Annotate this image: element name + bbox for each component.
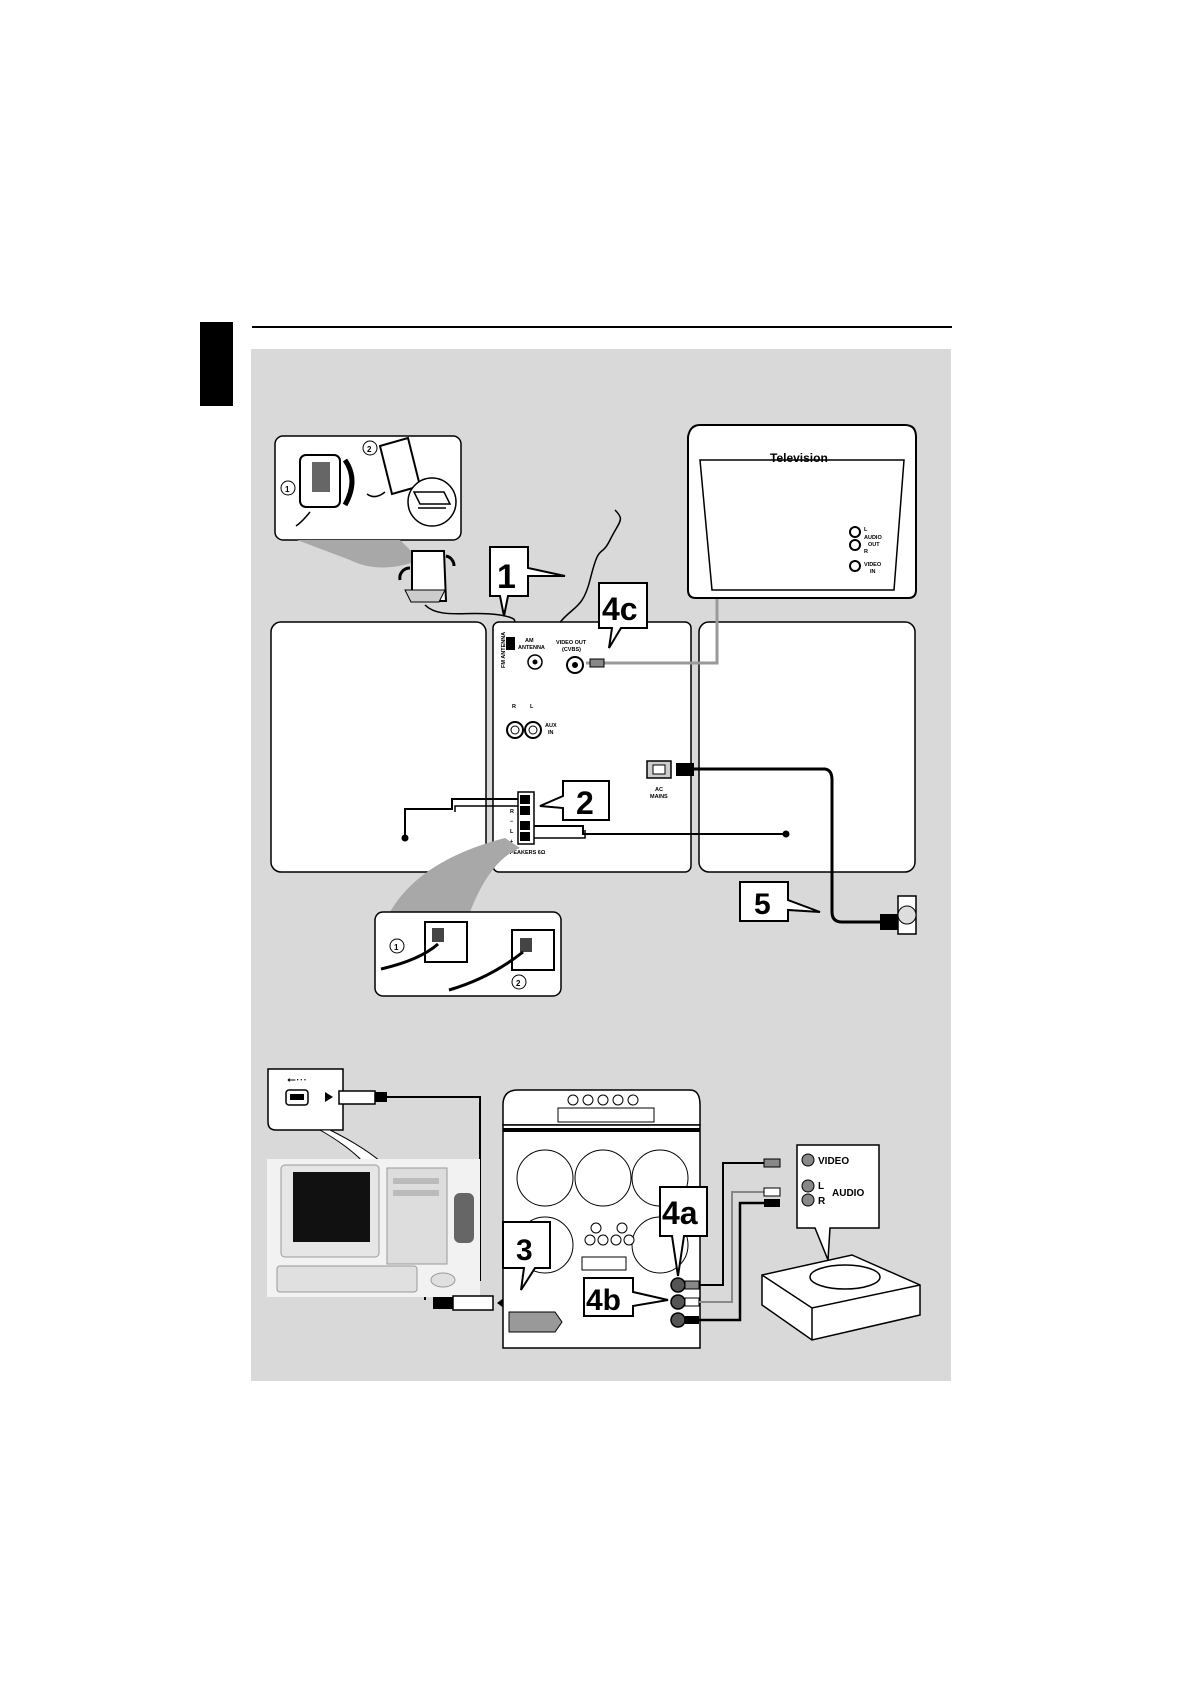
usb-inset: ⭠⋯ bbox=[267, 1068, 387, 1131]
callout-5-number: 5 bbox=[754, 888, 771, 921]
tv-audio-out-label-2: OUT bbox=[868, 542, 880, 548]
rca-cables bbox=[684, 1158, 781, 1324]
language-tab bbox=[200, 322, 233, 406]
external-video-label: VIDEO bbox=[818, 1156, 849, 1167]
inset-pointer bbox=[297, 540, 420, 568]
ac-mains-socket: AC MAINS bbox=[646, 760, 672, 800]
callout-1: 1 bbox=[489, 546, 566, 617]
external-device-jacks: VIDEO L R AUDIO bbox=[796, 1144, 880, 1261]
usb-symbol-icon: ⭠⋯ bbox=[287, 1073, 307, 1086]
speaker-terminals: R − L + SPEAKERS 6Ω bbox=[506, 791, 546, 856]
main-unit-rear-panel bbox=[492, 621, 692, 873]
video-out-jack: VIDEO OUT (CVBS) bbox=[556, 640, 587, 674]
step-two-marker: 2 bbox=[367, 445, 372, 454]
tv-audio-out-label: AUDIO bbox=[864, 535, 882, 541]
external-device bbox=[761, 1254, 921, 1341]
speakers-label: SPEAKERS 6Ω bbox=[506, 850, 546, 856]
tv-audio-r-label: R bbox=[864, 549, 868, 555]
aux-in-label-2: IN bbox=[548, 730, 554, 736]
right-speaker bbox=[698, 621, 916, 873]
speaker-wire-inset: 1 2 bbox=[374, 911, 562, 997]
callout-4b-number: 4b bbox=[586, 1284, 621, 1317]
wall-socket bbox=[897, 895, 917, 935]
fm-wire-antenna bbox=[544, 509, 622, 651]
callout-5: 5 bbox=[739, 881, 821, 922]
aux-r-label: R bbox=[512, 704, 516, 710]
usb-plug bbox=[433, 1295, 505, 1311]
callout-1-number: 1 bbox=[497, 558, 516, 596]
am-antenna-label: AM bbox=[525, 638, 534, 644]
callout-4b: 4b bbox=[583, 1277, 669, 1317]
aux-l-label: L bbox=[530, 704, 534, 710]
speaker-inset-pointer bbox=[390, 838, 520, 912]
callout-3: 3 bbox=[502, 1221, 551, 1291]
step-one-marker: 1 bbox=[285, 485, 290, 494]
right-speaker-wire bbox=[534, 825, 785, 835]
speaker-r-label: R bbox=[510, 809, 514, 815]
left-speaker-wire bbox=[404, 798, 518, 836]
aux-in-jacks: R L AUX IN bbox=[506, 704, 557, 739]
callout-3-number: 3 bbox=[516, 1234, 533, 1267]
speaker-minus-label: − bbox=[510, 819, 513, 825]
callout-2: 2 bbox=[539, 780, 610, 821]
tv-audio-l-label: L bbox=[864, 527, 868, 533]
tv-video-in-label: VIDEO bbox=[864, 562, 882, 568]
callout-4a-number: 4a bbox=[662, 1195, 698, 1231]
header-rule bbox=[252, 326, 952, 328]
callout-2-number: 2 bbox=[576, 785, 594, 821]
external-l-label: L bbox=[818, 1181, 824, 1192]
callout-4a: 4a bbox=[659, 1186, 708, 1277]
inset-step-one: 1 bbox=[394, 943, 399, 952]
aux-in-label: AUX bbox=[545, 723, 557, 729]
antenna-terminals: FM ANTENNA AM ANTENNA bbox=[501, 632, 545, 670]
speaker-plus-label: + bbox=[510, 839, 513, 845]
callout-4c: 4c bbox=[598, 582, 648, 649]
computer bbox=[267, 1159, 480, 1297]
power-cord bbox=[692, 767, 880, 924]
video-out-cvbs-label: (CVBS) bbox=[562, 647, 581, 653]
external-audio-label: AUDIO bbox=[832, 1188, 864, 1199]
loop-antenna-inset: 1 2 bbox=[274, 435, 462, 541]
inset-step-two: 2 bbox=[516, 979, 521, 988]
fm-antenna-label: FM ANTENNA bbox=[501, 632, 507, 668]
television-title: Television bbox=[770, 451, 828, 465]
left-speaker bbox=[270, 621, 487, 873]
external-r-label: R bbox=[818, 1196, 826, 1207]
ac-label: AC bbox=[655, 787, 663, 793]
tv-video-in-label-2: IN bbox=[870, 569, 876, 575]
television: Television L AUDIO OUT R VIDEO IN bbox=[687, 424, 917, 599]
video-out-label: VIDEO OUT bbox=[556, 640, 587, 646]
callout-4c-number: 4c bbox=[602, 591, 638, 627]
mains-label: MAINS bbox=[650, 794, 668, 800]
speaker-l-label: L bbox=[510, 829, 514, 835]
am-antenna-label-2: ANTENNA bbox=[518, 645, 545, 651]
